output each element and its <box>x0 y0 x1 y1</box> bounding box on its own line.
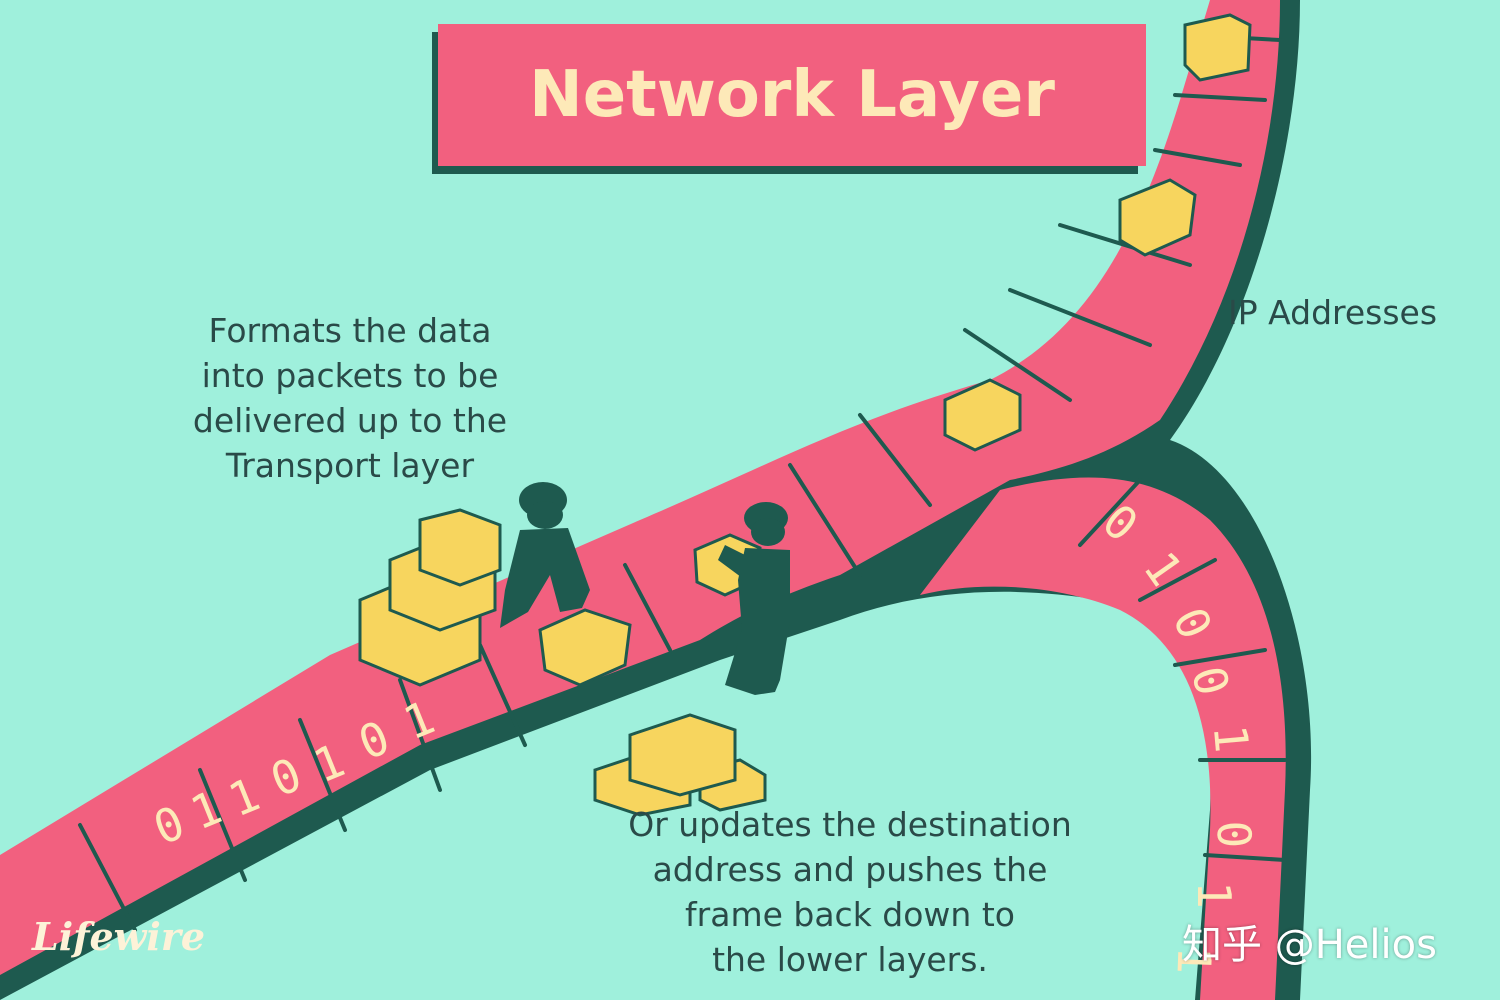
updates-caption-line: Or updates the destination <box>628 805 1072 844</box>
formats-caption: Formats the data into packets to be deli… <box>170 308 530 488</box>
formats-caption-line: Formats the data <box>208 311 492 350</box>
formats-caption-line: into packets to be <box>201 356 499 395</box>
formats-caption-line: Transport layer <box>225 446 475 485</box>
lower-track <box>920 477 1286 1000</box>
formats-caption-line: delivered up to the <box>192 401 508 440</box>
worker-left <box>500 482 590 628</box>
updates-caption: Or updates the destination address and p… <box>600 802 1100 982</box>
binary-digit: 0 <box>1207 820 1262 850</box>
binary-digit: 1 <box>1187 881 1241 909</box>
binary-digit: 1 <box>1203 722 1259 754</box>
open-package <box>538 608 632 687</box>
packages-on-track <box>943 13 1252 452</box>
updates-caption-line: address and pushes the <box>652 850 1048 889</box>
title-banner-face: Network Layer <box>438 24 1146 166</box>
package-pile-bottom <box>593 713 767 817</box>
package-stack-left <box>358 508 502 687</box>
title-banner: Network Layer <box>432 24 1146 174</box>
page-title: Network Layer <box>529 58 1055 132</box>
updates-caption-line: frame back down to <box>685 895 1015 934</box>
upper-track <box>0 0 1280 975</box>
ip-addresses-label: IP Addresses <box>1228 293 1438 332</box>
updates-caption-line: the lower layers. <box>712 940 988 979</box>
worker-right <box>718 502 790 695</box>
lifewire-logo: Lifewire <box>32 914 206 959</box>
watermark: 知乎 @Helios <box>1182 922 1437 968</box>
track-segment-lines <box>78 33 1287 932</box>
binary-digit: 1 <box>1167 946 1222 976</box>
